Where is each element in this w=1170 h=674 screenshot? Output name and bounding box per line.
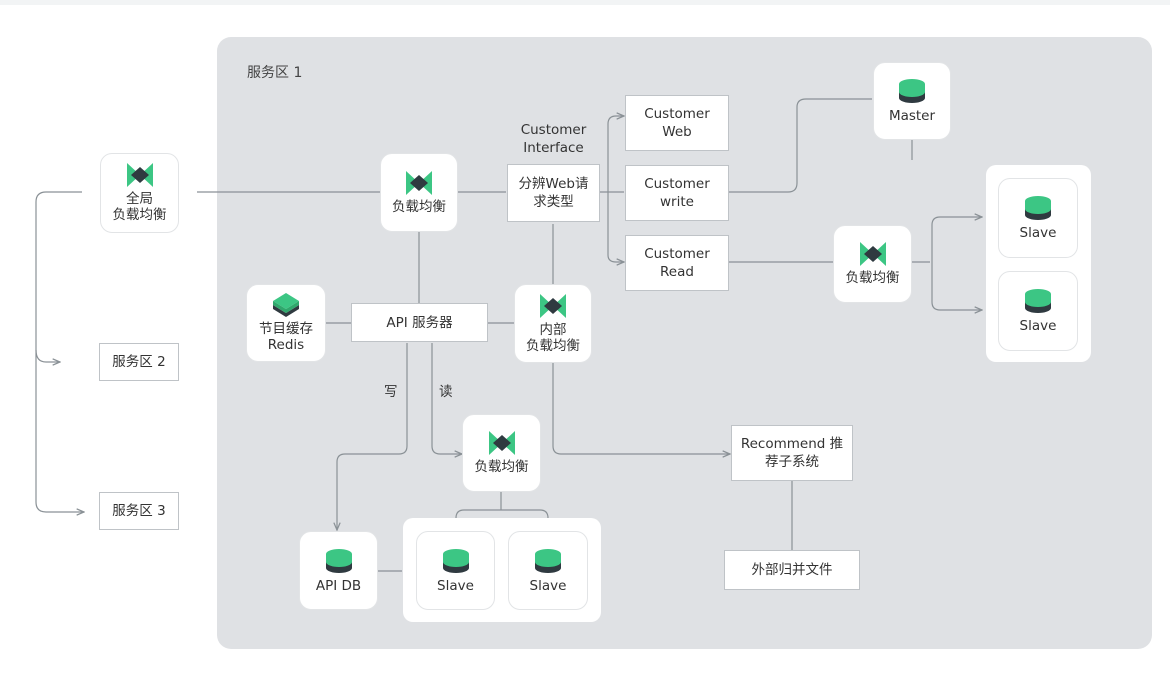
database-icon [325, 548, 352, 573]
external-merge-file-box[interactable]: 外部归并文件 [724, 550, 860, 590]
read-load-balancer-label: 负载均衡 [845, 270, 900, 286]
api-load-balancer-label: 负载均衡 [474, 459, 529, 475]
database-icon [899, 79, 925, 103]
api-slave-database-right[interactable]: Slave [508, 531, 588, 610]
read-load-balancer[interactable]: 负载均衡 [833, 225, 912, 303]
customer-web-box[interactable]: Customer Web [625, 95, 729, 151]
load-balancer-icon [126, 163, 153, 187]
top-strip [0, 0, 1170, 5]
api-load-balancer[interactable]: 负载均衡 [462, 414, 541, 492]
api-database[interactable]: API DB [299, 531, 378, 610]
service-zone-3[interactable]: 服务区 3 [99, 492, 179, 530]
redis-cache[interactable]: 节目缓存 Redis [246, 284, 326, 362]
customer-write-box[interactable]: Customer write [625, 165, 729, 221]
customer-read-box[interactable]: Customer Read [625, 235, 729, 291]
load-balancer-icon [488, 431, 515, 455]
zone-1-label: 服务区 1 [247, 65, 303, 81]
load-balancer-icon [859, 242, 886, 266]
internal-load-balancer-label: 内部 负载均衡 [526, 321, 580, 354]
slave-database-top[interactable]: Slave [998, 178, 1078, 258]
database-icon [535, 548, 561, 573]
load-balancer-icon [540, 293, 566, 318]
global-load-balancer-label: 全局 负载均衡 [112, 191, 167, 223]
api-slave-left-label: Slave [437, 577, 474, 594]
slave-top-label: Slave [1019, 225, 1057, 241]
api-db-label: API DB [315, 577, 362, 594]
internal-load-balancer[interactable]: 内部 负载均衡 [514, 284, 592, 363]
api-server-box[interactable]: API 服务器 [351, 303, 488, 342]
database-icon [1025, 289, 1051, 313]
database-icon [442, 548, 469, 573]
slave-database-bottom[interactable]: Slave [998, 271, 1078, 351]
cache-icon [273, 293, 299, 317]
redis-cache-label: 节目缓存 Redis [259, 321, 313, 353]
service-zone-2[interactable]: 服务区 2 [99, 343, 179, 381]
load-balancer-icon [406, 170, 432, 195]
customer-interface-label: Customer Interface [520, 122, 587, 156]
master-label: Master [888, 108, 936, 124]
database-icon [1025, 196, 1051, 220]
web-request-router[interactable]: 分辨Web请 求类型 [507, 164, 600, 222]
api-slave-database-left[interactable]: Slave [416, 531, 495, 610]
main-load-balancer[interactable]: 负载均衡 [380, 153, 458, 232]
recommend-system-box[interactable]: Recommend 推 荐子系统 [731, 425, 853, 481]
master-database[interactable]: Master [873, 62, 951, 140]
write-label: 写 [384, 384, 398, 400]
api-slave-right-label: Slave [529, 577, 567, 594]
global-load-balancer[interactable]: 全局 负载均衡 [100, 153, 179, 233]
slave-bottom-label: Slave [1019, 318, 1057, 334]
read-label: 读 [439, 384, 453, 400]
main-load-balancer-label: 负载均衡 [392, 198, 446, 215]
